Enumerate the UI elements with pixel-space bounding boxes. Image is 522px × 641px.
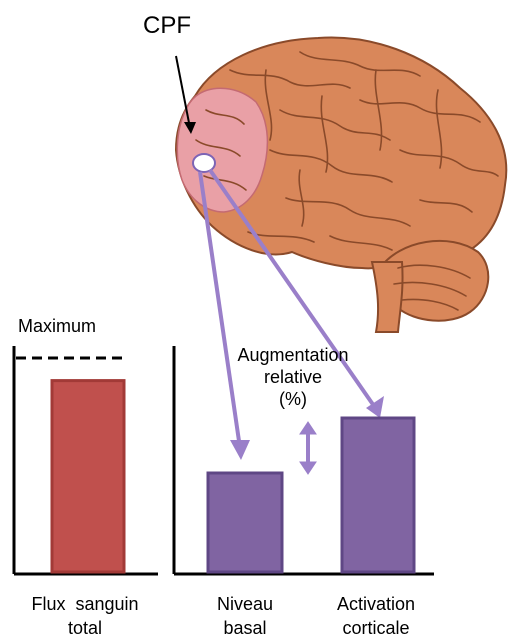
- brain-folds: [195, 51, 499, 311]
- right-chart-axes: [172, 346, 434, 576]
- cpf-label: CPF: [143, 12, 191, 39]
- maximum-label: Maximum: [18, 316, 97, 336]
- flux-sanguin-total-label: Flux sanguin total: [10, 592, 160, 640]
- activation-corticale-label: Activation corticale: [316, 592, 436, 640]
- relative-increase-line-1: Augmentation: [237, 345, 349, 365]
- relative-increase-line-2: relative: [263, 367, 323, 387]
- bar-flux-sanguin-total: [50, 379, 126, 574]
- purple-arrows: [198, 168, 376, 449]
- activation-label-line-2: corticale: [342, 618, 410, 638]
- relative-increase-double-arrow: [299, 421, 317, 475]
- left-chart-axes: [12, 346, 158, 576]
- relative-increase-line-3: (%): [279, 389, 307, 409]
- niveau-basal-label: Niveau basal: [200, 592, 290, 640]
- bar-niveau-basal: [206, 471, 284, 574]
- flux-label-line-2: total: [67, 618, 103, 638]
- niveau-label-line-1: Niveau: [216, 594, 274, 614]
- arrow-to-basal: [198, 171, 242, 449]
- arrow-to-basal-head: [230, 440, 250, 460]
- arrow-to-activation: [208, 168, 376, 408]
- brainstem: [370, 261, 404, 333]
- arrow-to-activation-head: [366, 396, 384, 418]
- brain-illustration: [174, 36, 508, 333]
- relative-increase-label: Augmentation relative (%): [218, 344, 368, 410]
- cpf-pointer-line: [175, 55, 191, 129]
- prefrontal-cortex-region: [176, 87, 269, 213]
- niveau-label-line-2: basal: [223, 618, 267, 638]
- measurement-point: [192, 153, 216, 173]
- flux-label-line-1: Flux sanguin: [31, 594, 139, 614]
- activation-label-line-1: Activation: [336, 594, 416, 614]
- cpf-pointer-arrowhead: [184, 122, 196, 134]
- bar-activation-corticale: [340, 416, 416, 574]
